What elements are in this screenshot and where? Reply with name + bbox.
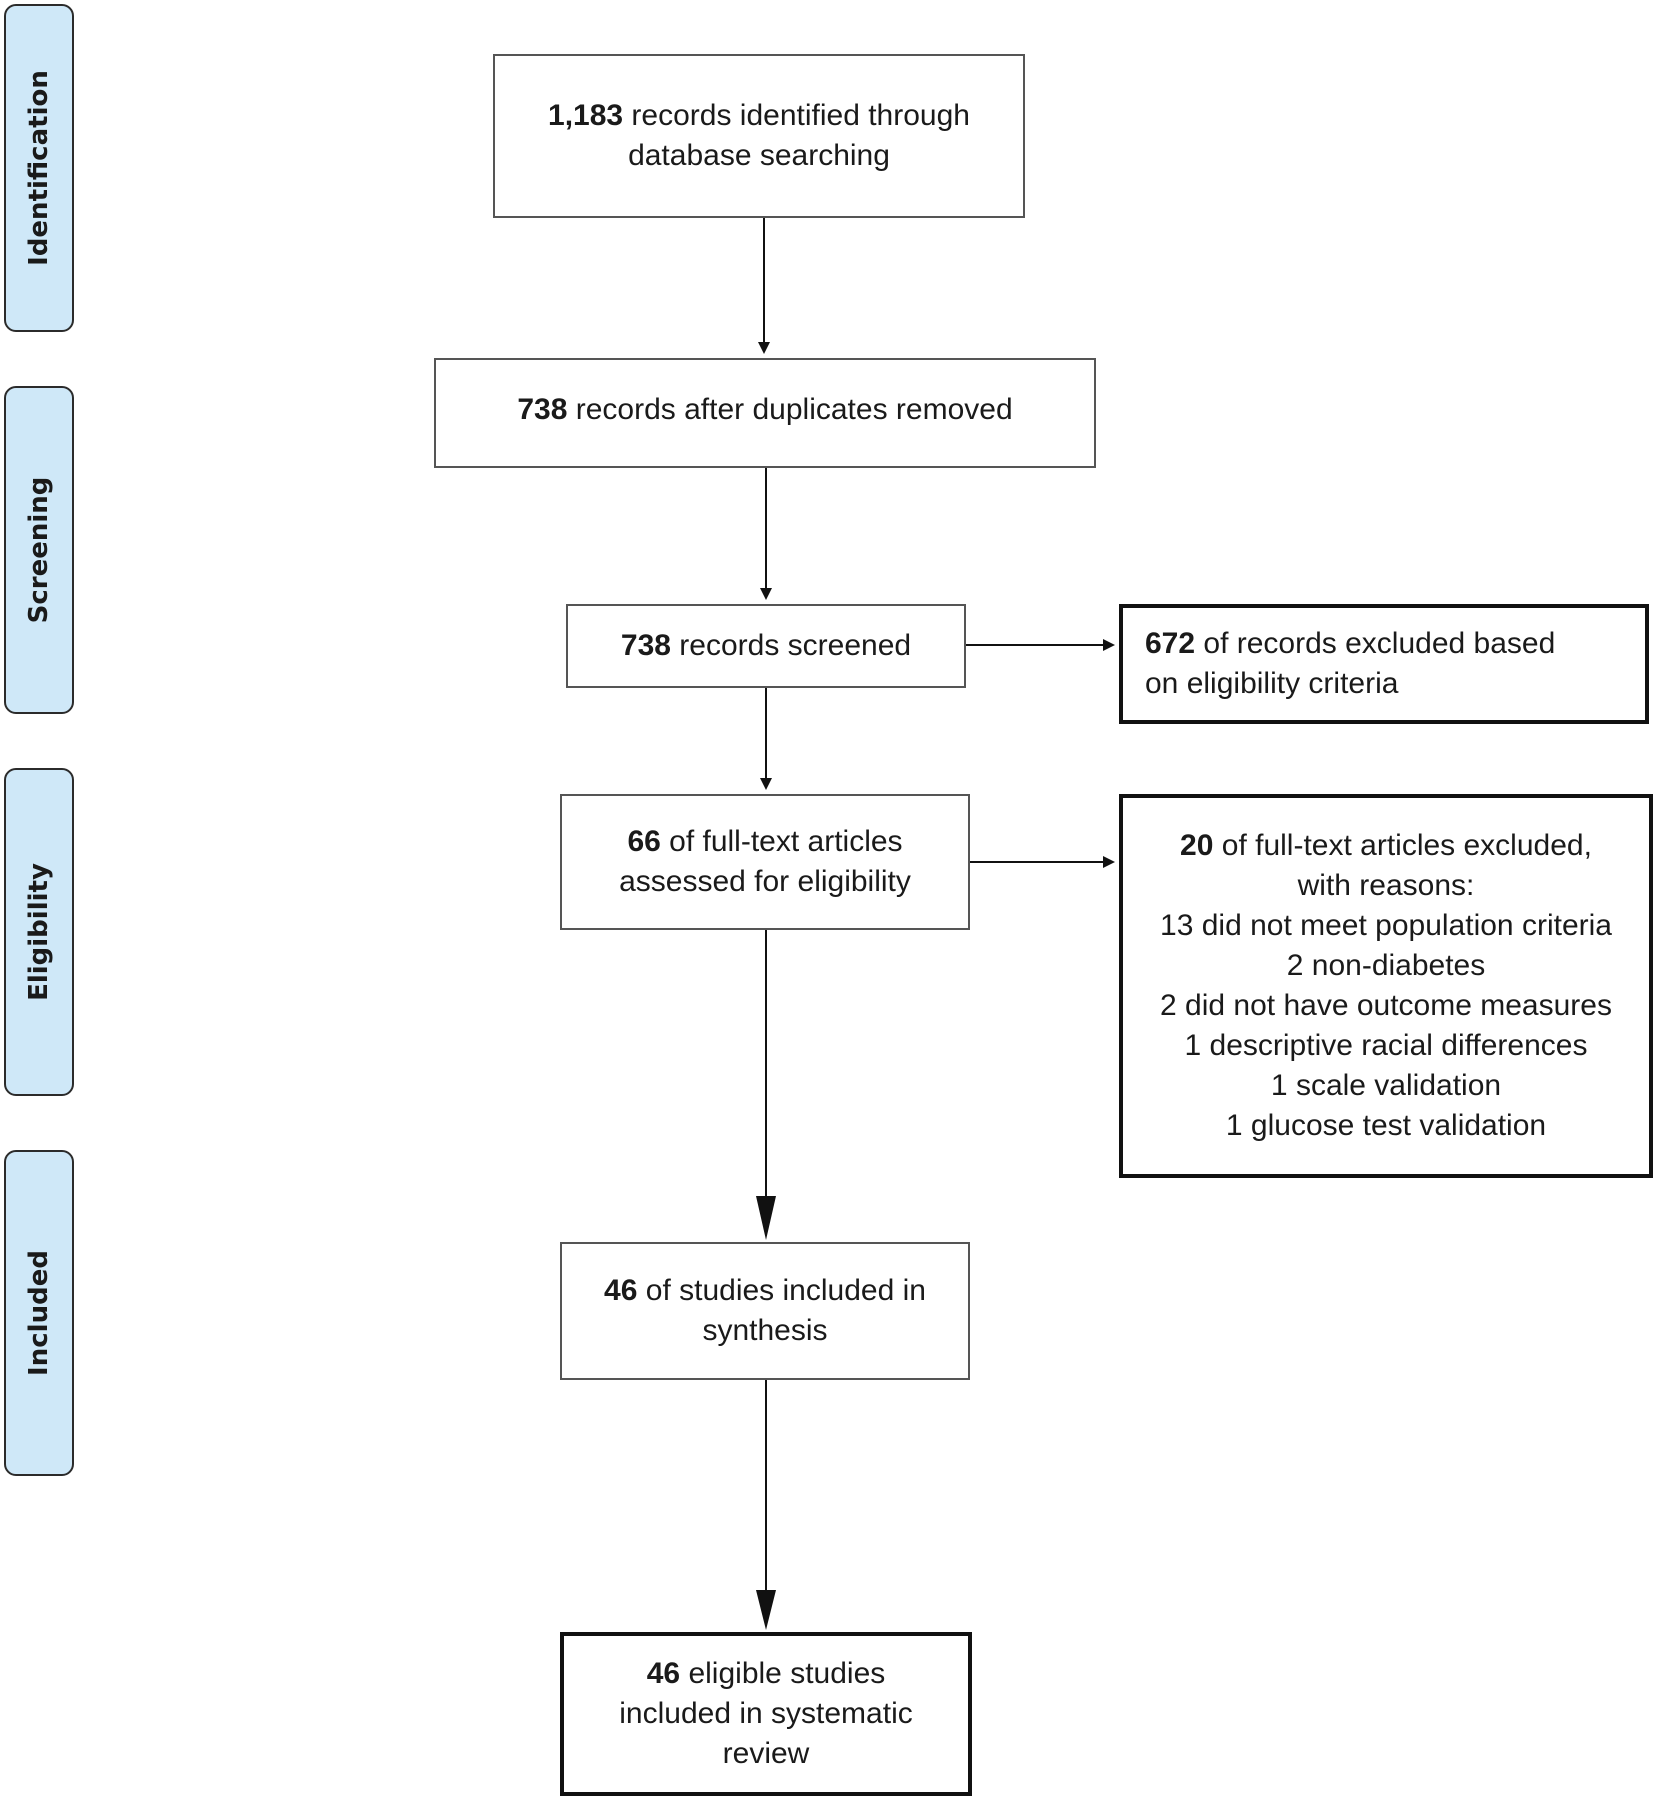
studies-in-synthesis-box: 46 of studies included in synthesis [560, 1242, 970, 1380]
box-line: synthesis [702, 1314, 828, 1347]
count: 738 [517, 393, 568, 426]
box-line: 738 records after duplicates removed [517, 390, 1012, 430]
box-line: 1,183 records identified through [548, 96, 970, 136]
box-line: on eligibility criteria [1145, 667, 1399, 700]
box-line: 46 eligible studies [647, 1654, 886, 1694]
records-after-duplicates-box: 738 records after duplicates removed [434, 358, 1096, 468]
box-line: 66 of full-text articles [627, 822, 902, 862]
stage-label-identification: Identification [24, 70, 54, 266]
fulltext-assessed-box: 66 of full-text articles assessed for el… [560, 794, 970, 930]
records-screened-box: 738 records screened [566, 604, 966, 688]
records-excluded-box: 672 of records excluded based on eligibi… [1119, 604, 1649, 724]
box-line: 738 records screened [621, 626, 911, 666]
stage-label-eligibility: Eligibility [24, 863, 54, 1001]
box-text: of studies included in [637, 1274, 926, 1307]
box-line: 46 of studies included in [604, 1271, 926, 1311]
stage-label-screening: Screening [24, 476, 54, 624]
box-line: 20 of full-text articles excluded, [1180, 826, 1592, 866]
count: 738 [620, 629, 671, 662]
count: 66 [627, 825, 661, 858]
box-line: review [722, 1737, 810, 1770]
exclusion-reason: 1 scale validation [1270, 1069, 1502, 1102]
box-text: of records excluded based [1195, 627, 1556, 660]
stage-identification: Identification [4, 4, 74, 332]
box-text: eligible studies [680, 1657, 886, 1690]
exclusion-reason: 2 did not have outcome measures [1160, 989, 1612, 1022]
box-text: of full-text articles excluded, [1213, 829, 1592, 862]
box-line: assessed for eligibility [619, 865, 911, 898]
stage-screening: Screening [4, 386, 74, 714]
count: 672 [1145, 627, 1196, 660]
fulltext-excluded-box: 20 of full-text articles excluded, with … [1119, 794, 1653, 1178]
box-text: of full-text articles [660, 825, 903, 858]
box-line: with reasons: [1297, 869, 1475, 902]
exclusion-reason: 1 glucose test validation [1225, 1109, 1547, 1142]
box-text: records after duplicates removed [567, 393, 1013, 426]
box-line: database searching [628, 139, 890, 172]
count: 1,183 [548, 99, 624, 132]
records-identified-box: 1,183 records identified through databas… [493, 54, 1025, 218]
box-text: records identified through [623, 99, 970, 132]
exclusion-reason: 13 did not meet population criteria [1160, 909, 1612, 942]
stage-eligibility: Eligibility [4, 768, 74, 1096]
exclusion-reason: 2 non-diabetes [1286, 949, 1486, 982]
count: 46 [604, 1274, 638, 1307]
count: 20 [1180, 829, 1214, 862]
box-line: 672 of records excluded based [1145, 624, 1555, 664]
stage-label-included: Included [24, 1250, 54, 1376]
count: 46 [646, 1657, 681, 1690]
arrowhead-final [756, 1590, 776, 1630]
studies-in-review-box: 46 eligible studies included in systemat… [560, 1632, 972, 1796]
box-text: records screened [670, 629, 912, 662]
arrowhead-synthesis [756, 1196, 776, 1240]
stage-included: Included [4, 1150, 74, 1476]
box-line: included in systematic [619, 1697, 913, 1730]
exclusion-reason: 1 descriptive racial differences [1184, 1029, 1588, 1062]
